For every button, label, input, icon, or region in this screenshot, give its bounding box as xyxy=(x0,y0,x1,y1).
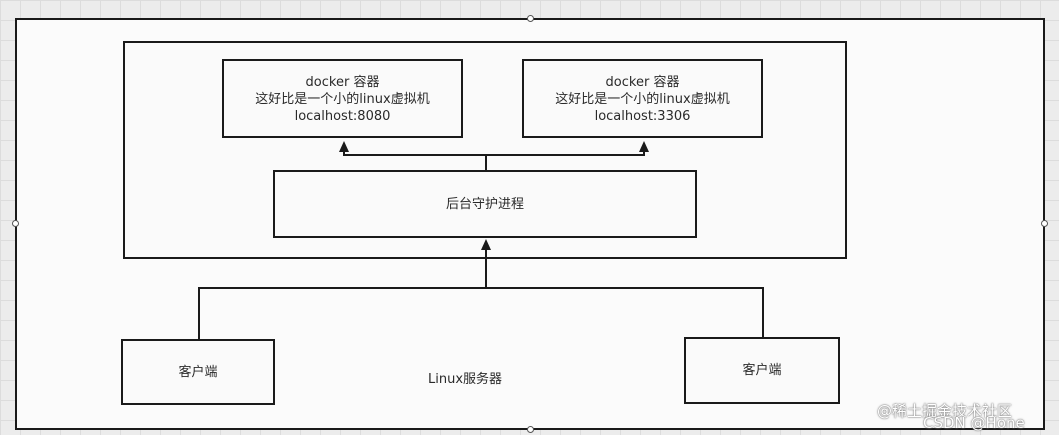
connector-right-client xyxy=(486,287,764,337)
container-1-address: localhost:8080 xyxy=(294,109,391,124)
docker-container-3306[interactable] xyxy=(522,59,763,138)
container-2-desc: 这好比是一个小的linux虚拟机 xyxy=(555,92,730,107)
container-2-title: docker 容器 xyxy=(605,75,680,90)
client-box-left[interactable] xyxy=(121,339,275,405)
client-box-right[interactable] xyxy=(684,337,840,404)
daemon-label: 后台守护进程 xyxy=(445,197,524,212)
connector-left-client xyxy=(198,287,486,339)
container-1-title: docker 容器 xyxy=(305,75,380,90)
watermark-juejin: @稀土掘金技术社区 xyxy=(877,402,1013,420)
connector-daemon-to-containers xyxy=(343,152,645,156)
linux-server-label: Linux服务器 xyxy=(428,372,503,387)
container-1-desc: 这好比是一个小的linux虚拟机 xyxy=(255,92,430,107)
arrowhead-to-container-1 xyxy=(339,141,349,152)
container-2-label: docker 容器 这好比是一个小的linux虚拟机 localhost:330… xyxy=(522,74,763,125)
arrowhead-to-container-2 xyxy=(639,141,649,152)
daemon-box[interactable] xyxy=(273,170,697,238)
client-left-label: 客户端 xyxy=(178,365,218,380)
selection-handle-bottom[interactable] xyxy=(527,426,534,433)
client-right-label: 客户端 xyxy=(742,363,782,378)
watermark-csdn: CSDN @Hone xyxy=(923,414,1025,432)
selection-handle-top[interactable] xyxy=(527,15,534,22)
arrowhead-to-daemon xyxy=(481,239,491,250)
container-2-address: localhost:3306 xyxy=(594,109,691,124)
selection-handle-right[interactable] xyxy=(1041,220,1048,227)
selection-handle-left[interactable] xyxy=(12,220,19,227)
docker-container-8080[interactable] xyxy=(222,59,463,138)
container-1-label: docker 容器 这好比是一个小的linux虚拟机 localhost:808… xyxy=(222,74,463,125)
